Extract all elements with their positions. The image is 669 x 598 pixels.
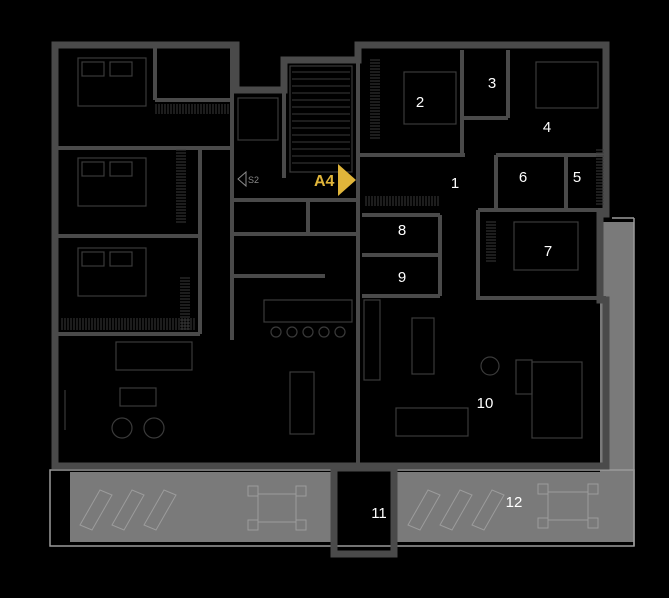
room-number: 1: [451, 175, 459, 192]
stair-label: S2: [248, 175, 259, 185]
entrance-arrow-icon: [338, 164, 356, 196]
room-number: 3: [488, 75, 496, 92]
room-number: 11: [371, 505, 387, 522]
room-number: 4: [543, 119, 551, 136]
stair-core: [237, 65, 353, 173]
terrace: [49, 217, 635, 547]
room-number: 10: [477, 395, 494, 412]
room-number: 6: [519, 169, 527, 186]
kitchen-dining-furniture: [64, 299, 583, 439]
entrance-marker: A4: [314, 164, 356, 196]
interior-walls: [55, 45, 606, 468]
room-number: 12: [506, 494, 523, 511]
terrace-table-left: [247, 485, 307, 531]
unit-label: A4: [314, 173, 335, 190]
room-number: 2: [416, 94, 424, 111]
wardrobe-hatching: [61, 59, 604, 330]
room-number: 9: [398, 269, 406, 286]
terrace-table-right: [537, 483, 599, 529]
room-number: 8: [398, 222, 406, 239]
room-numbers: 1 2 3 4 5 6 7 8 9 10 11 12: [371, 75, 581, 522]
bedroom-furniture-right: [403, 61, 599, 271]
room-number: 7: [544, 243, 552, 260]
room-number: 5: [573, 169, 581, 186]
stair-marker: S2: [237, 170, 259, 188]
terrace-loungers-right: [407, 489, 505, 531]
bedroom-furniture-left: [77, 57, 147, 297]
stair-arrow-icon: [237, 170, 247, 188]
terrace-loungers-left: [79, 489, 177, 531]
